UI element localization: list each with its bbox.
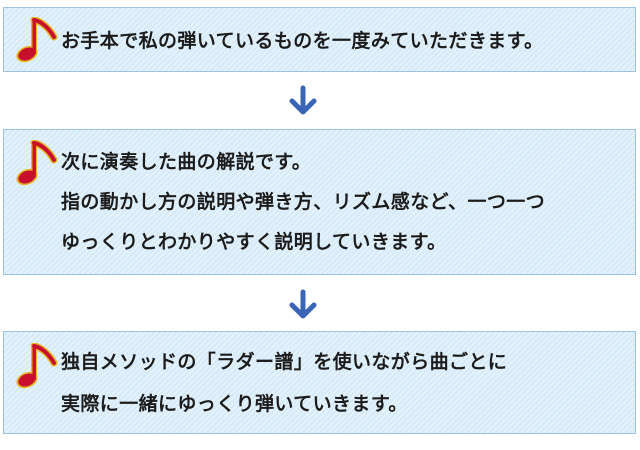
music-note-icon: [14, 343, 58, 389]
arrow-down-icon: [286, 84, 320, 118]
music-note-icon: [14, 140, 58, 186]
step-box-1: お手本で私の弾いているものを一度みていただきます。: [3, 7, 636, 72]
step-3-line-2: 実際に一緒にゆっくり弾いていきます。: [61, 393, 408, 415]
step-2-line-1: 次に演奏した曲の解説です。: [61, 151, 312, 173]
step-2-line-3: ゆっくりとわかりやすく説明していきます。: [61, 231, 447, 253]
music-note-icon: [14, 17, 58, 63]
step-box-3: 独自メソッドの「ラダー譜」を使いながら曲ごとに 実際に一緒にゆっくり弾いていきま…: [3, 331, 636, 434]
step-1-line-1: お手本で私の弾いているものを一度みていただきます。: [61, 30, 544, 52]
step-2-line-2: 指の動かし方の説明や弾き方、リズム感など、一つ一つ: [61, 191, 546, 213]
step-box-2: 次に演奏した曲の解説です。 指の動かし方の説明や弾き方、リズム感など、一つ一つ …: [3, 129, 636, 275]
step-3-line-1: 独自メソッドの「ラダー譜」を使いながら曲ごとに: [61, 351, 508, 373]
arrow-down-icon: [286, 288, 320, 322]
